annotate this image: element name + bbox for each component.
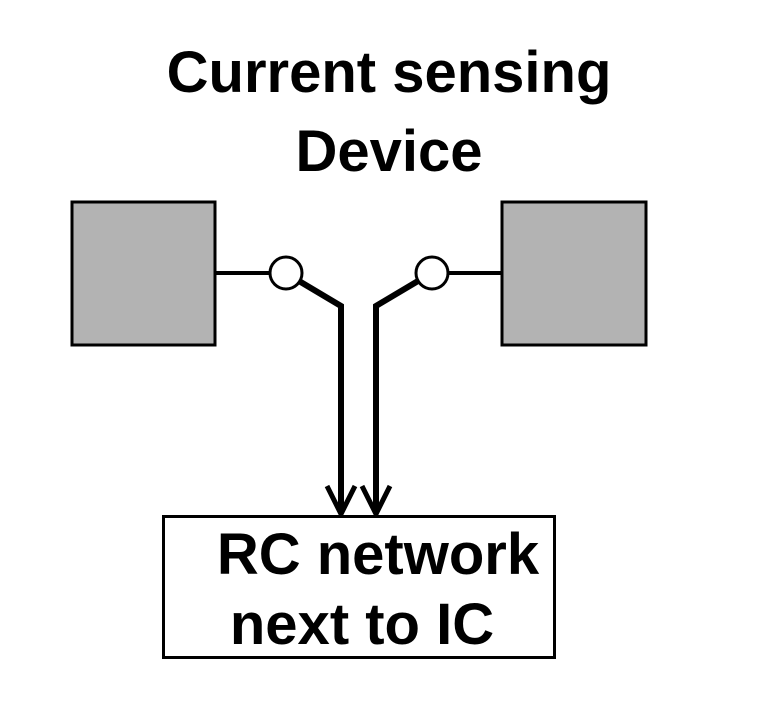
right-arrowhead <box>359 484 393 520</box>
title-line-2: Device <box>295 119 483 184</box>
right-kelvin-trace <box>373 278 420 512</box>
rc-network-label-line-1: RC network <box>216 522 540 587</box>
right-sensing-pad <box>500 200 648 347</box>
left-sensing-pad <box>70 200 217 347</box>
title-line-1: Current sensing <box>166 40 612 105</box>
left-kelvin-trace <box>297 278 344 512</box>
rc-network-label-line-2: next to IC <box>229 592 495 657</box>
left-arrowhead <box>324 484 358 520</box>
rc-network-box: RC network next to IC <box>162 515 556 659</box>
left-sense-node <box>268 255 304 291</box>
right-sense-node <box>414 255 450 291</box>
